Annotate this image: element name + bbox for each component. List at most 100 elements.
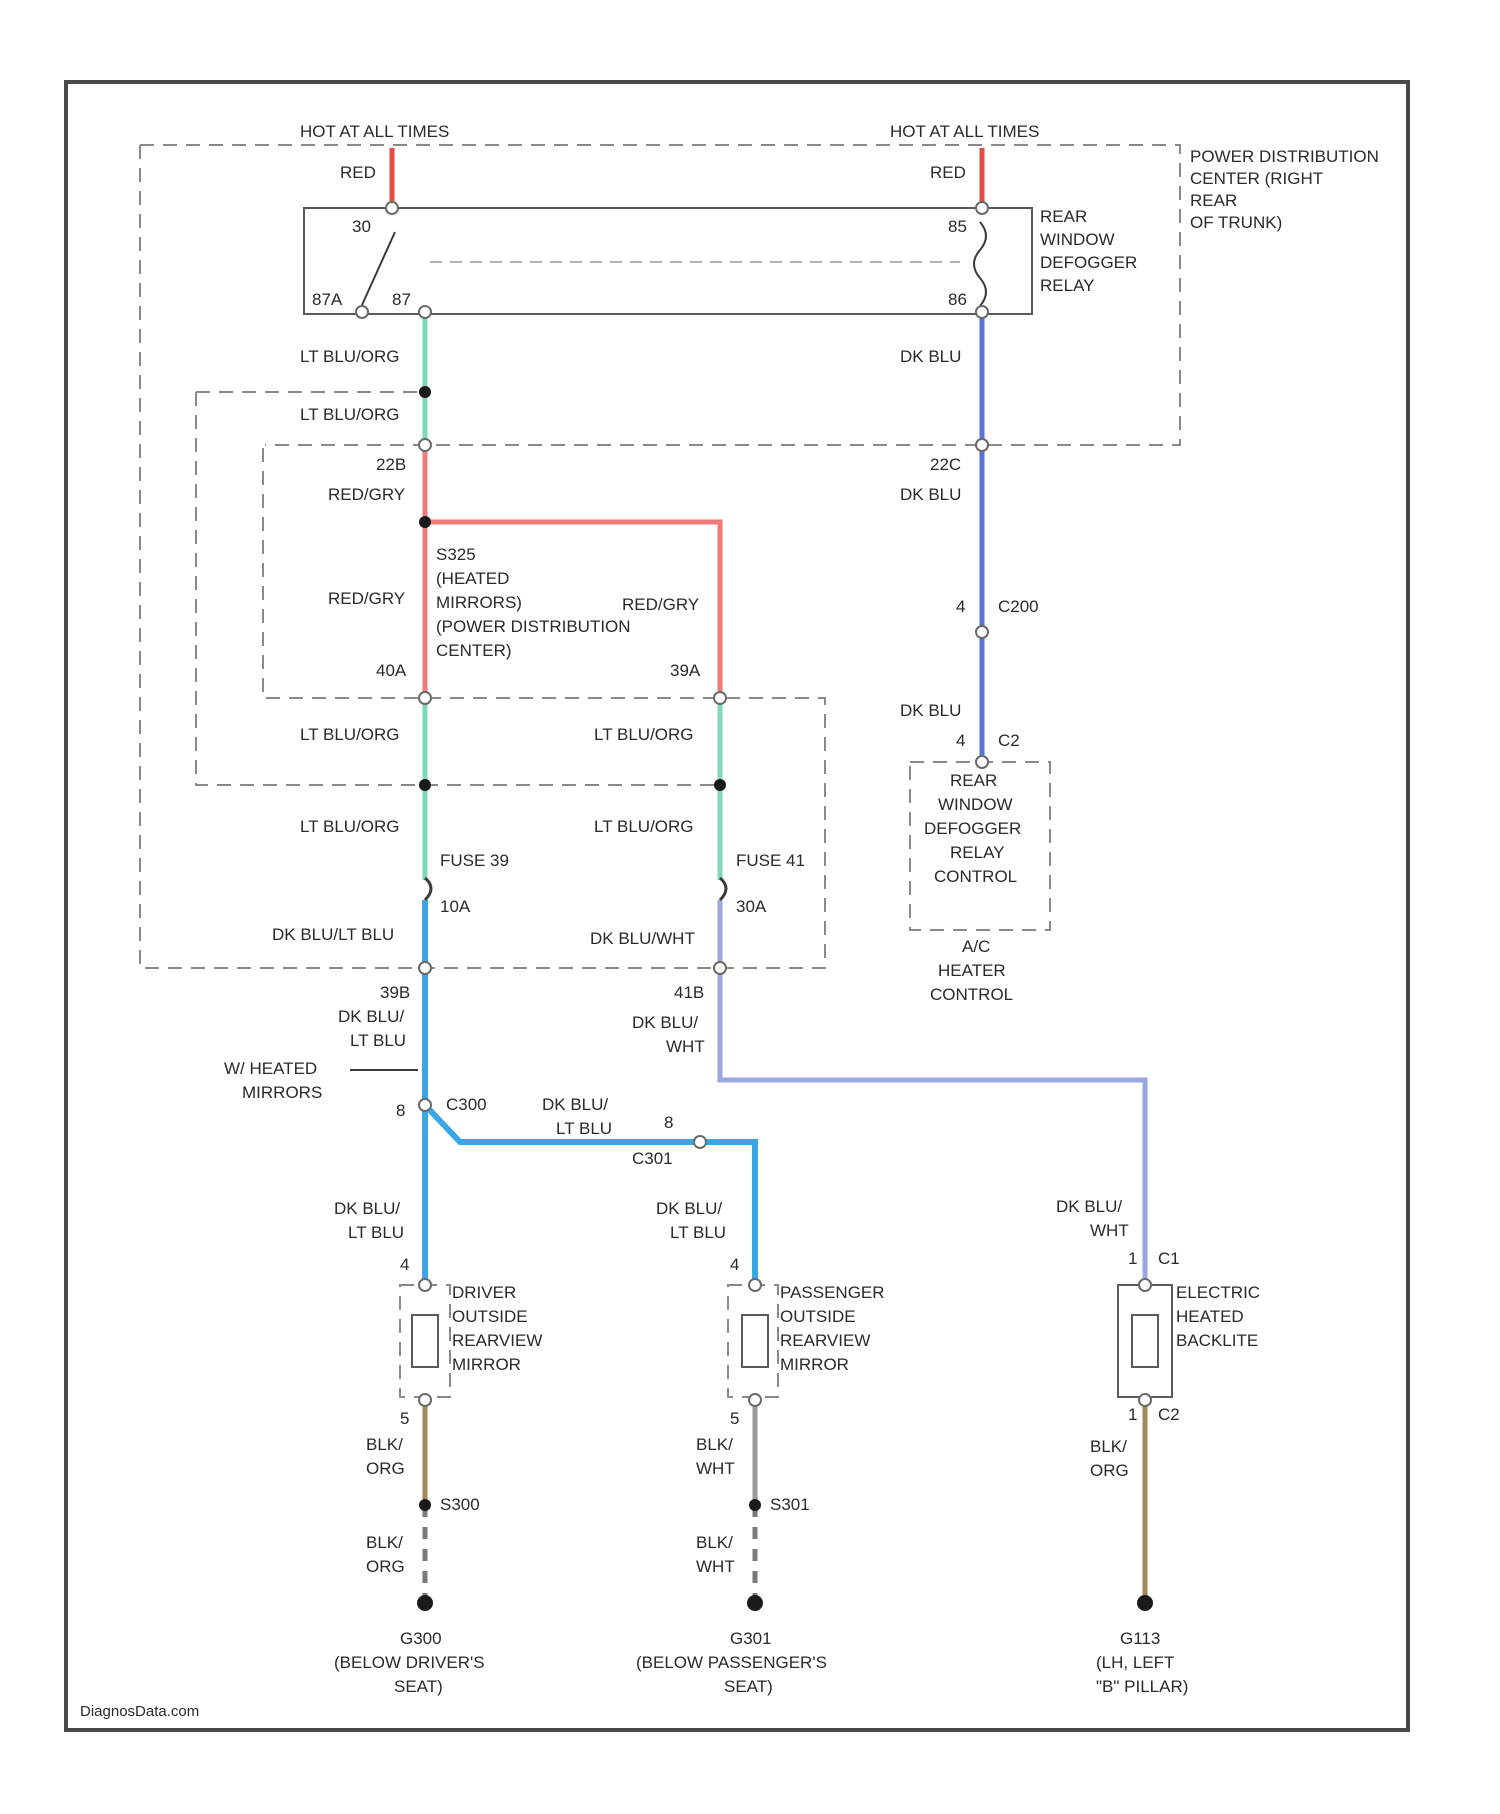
splice-s325-1: S325 xyxy=(436,545,476,564)
splice-s325-3: MIRRORS) xyxy=(436,593,522,612)
ground-g300-label-3: SEAT) xyxy=(394,1677,443,1696)
connector-c2-pin: 4 xyxy=(956,731,965,750)
top-right-power-label: HOT AT ALL TIMES xyxy=(890,122,1039,141)
fuse-41-rating: 30A xyxy=(736,897,767,916)
ground-g301-label-3: SEAT) xyxy=(724,1677,773,1696)
wire-label-ltbluorg-1: LT BLU/ORG xyxy=(300,347,400,366)
passenger-mirror-label-4: MIRROR xyxy=(780,1355,849,1374)
backlite-c1-pin: 1 xyxy=(1128,1249,1137,1268)
connector-c200-pin: 4 xyxy=(956,597,965,616)
wire-label-ltbluorg-6: LT BLU/ORG xyxy=(594,817,694,836)
wire-label-dkltblu-a2: LT BLU xyxy=(350,1031,406,1050)
splice-s325-4: (POWER DISTRIBUTION xyxy=(436,617,631,636)
backlite-c1: C1 xyxy=(1158,1249,1180,1268)
fuse-39-name: FUSE 39 xyxy=(440,851,509,870)
relay-switch-arm xyxy=(362,232,395,305)
backlite-box xyxy=(1118,1285,1172,1397)
relay-pin-30: 30 xyxy=(352,217,371,236)
heated-mirrors-note-1: W/ HEATED xyxy=(224,1059,317,1078)
connector-22b: 22B xyxy=(376,455,406,474)
connector-c300-pin: 8 xyxy=(396,1101,405,1120)
backlite-element xyxy=(1132,1315,1158,1367)
backlite-label-3: BACKLITE xyxy=(1176,1331,1258,1350)
wire-label-dkwht-a2: WHT xyxy=(666,1037,705,1056)
relay-control-2: WINDOW xyxy=(938,795,1013,814)
backlite-c2-pin: 1 xyxy=(1128,1405,1137,1424)
relay-pin-86: 86 xyxy=(948,290,967,309)
fuse-41-name: FUSE 41 xyxy=(736,851,805,870)
wire-label-blkorg-a2: ORG xyxy=(366,1459,405,1478)
fuse-39-symbol xyxy=(425,878,431,900)
wire-label-dkbluwht-fuse: DK BLU/WHT xyxy=(590,929,695,948)
relay-coil xyxy=(974,222,986,306)
wire-label-dkltblu-a1: DK BLU/ xyxy=(338,1007,404,1026)
fuse-41-symbol xyxy=(720,878,726,900)
wire-label-dkltblu-c1: DK BLU/ xyxy=(334,1199,400,1218)
splice-s325-5: CENTER) xyxy=(436,641,512,660)
wire-label-blkorg-c2: ORG xyxy=(1090,1461,1129,1480)
relay-label-4: RELAY xyxy=(1040,276,1095,295)
driver-mirror-label-4: MIRROR xyxy=(452,1355,521,1374)
wire-label-blkorg-a1: BLK/ xyxy=(366,1435,403,1454)
wire-label-dkblu-2: DK BLU xyxy=(900,485,961,504)
wire-label-dkwht-b1: DK BLU/ xyxy=(1056,1197,1122,1216)
watermark: DiagnosData.com xyxy=(80,1703,199,1720)
wire-label-ltbluorg-3: LT BLU/ORG xyxy=(300,725,400,744)
wire-label-dkwht-a1: DK BLU/ xyxy=(632,1013,698,1032)
wire-label-dkltblu-b2: LT BLU xyxy=(556,1119,612,1138)
fuse-39-rating: 10A xyxy=(440,897,471,916)
relay-pin-87: 87 xyxy=(392,290,411,309)
wire-label-ltbluorg-5: LT BLU/ORG xyxy=(300,817,400,836)
ground-g301-label-2: (BELOW PASSENGER'S xyxy=(636,1653,827,1672)
wire-label-dkblultblu-fuse: DK BLU/LT BLU xyxy=(272,925,394,944)
relay-pin-87a: 87A xyxy=(312,290,343,309)
wire-label-red-left: RED xyxy=(340,163,376,182)
wire-label-blkwht-a2: WHT xyxy=(696,1459,735,1478)
ground-g113-label-3: "B" PILLAR) xyxy=(1096,1677,1188,1696)
wire-label-redgry-3: RED/GRY xyxy=(622,595,699,614)
pdc-label-2: CENTER (RIGHT xyxy=(1190,169,1323,188)
connector-41b: 41B xyxy=(674,983,704,1002)
ac-heater-control-3: CONTROL xyxy=(930,985,1013,1004)
wire-label-dkblu-3: DK BLU xyxy=(900,701,961,720)
driver-mirror-pin-top: 4 xyxy=(400,1255,409,1274)
passenger-mirror-label-2: OUTSIDE xyxy=(780,1307,856,1326)
wire-label-dkwht-b2: WHT xyxy=(1090,1221,1129,1240)
relay-control-3: DEFOGGER xyxy=(924,819,1021,838)
wire-label-dkltblu-d2: LT BLU xyxy=(670,1223,726,1242)
power-distribution-center-outline xyxy=(140,145,1180,445)
passenger-mirror-label-3: REARVIEW xyxy=(780,1331,870,1350)
wire-dkwht xyxy=(720,900,1145,1285)
relay-pin-85: 85 xyxy=(948,217,967,236)
passenger-mirror-pin-bot: 5 xyxy=(730,1409,739,1428)
splice-s300-label: S300 xyxy=(440,1495,480,1514)
ac-heater-control-1: A/C xyxy=(962,937,990,956)
pdc-label-3: REAR xyxy=(1190,191,1237,210)
defogger-relay-box xyxy=(304,208,1032,314)
wire-label-dkblu-1: DK BLU xyxy=(900,347,961,366)
passenger-mirror-pin-top: 4 xyxy=(730,1255,739,1274)
relay-label-1: REAR xyxy=(1040,207,1087,226)
ground-g113-label-2: (LH, LEFT xyxy=(1096,1653,1174,1672)
ground-g301 xyxy=(747,1595,763,1611)
connector-39a: 39A xyxy=(670,661,701,680)
ground-g300-label-2: (BELOW DRIVER'S xyxy=(334,1653,485,1672)
connector-c300: C300 xyxy=(446,1095,487,1114)
wire-label-dkltblu-c2: LT BLU xyxy=(348,1223,404,1242)
relay-control-4: RELAY xyxy=(950,843,1005,862)
ground-g113 xyxy=(1137,1595,1153,1611)
wire-label-dkltblu-b1: DK BLU/ xyxy=(542,1095,608,1114)
passenger-mirror-outline xyxy=(728,1285,778,1397)
backlite-c2: C2 xyxy=(1158,1405,1180,1424)
passenger-mirror-element xyxy=(742,1315,768,1367)
driver-mirror-label-3: REARVIEW xyxy=(452,1331,542,1350)
driver-mirror-outline xyxy=(400,1285,450,1397)
ground-g300 xyxy=(417,1595,433,1611)
driver-mirror-label-1: DRIVER xyxy=(452,1283,516,1302)
wire-label-ltbluorg-4: LT BLU/ORG xyxy=(594,725,694,744)
connector-c200: C200 xyxy=(998,597,1039,616)
backlite-label-2: HEATED xyxy=(1176,1307,1244,1326)
ground-g301-label-1: G301 xyxy=(730,1629,772,1648)
connector-c301: C301 xyxy=(632,1149,673,1168)
